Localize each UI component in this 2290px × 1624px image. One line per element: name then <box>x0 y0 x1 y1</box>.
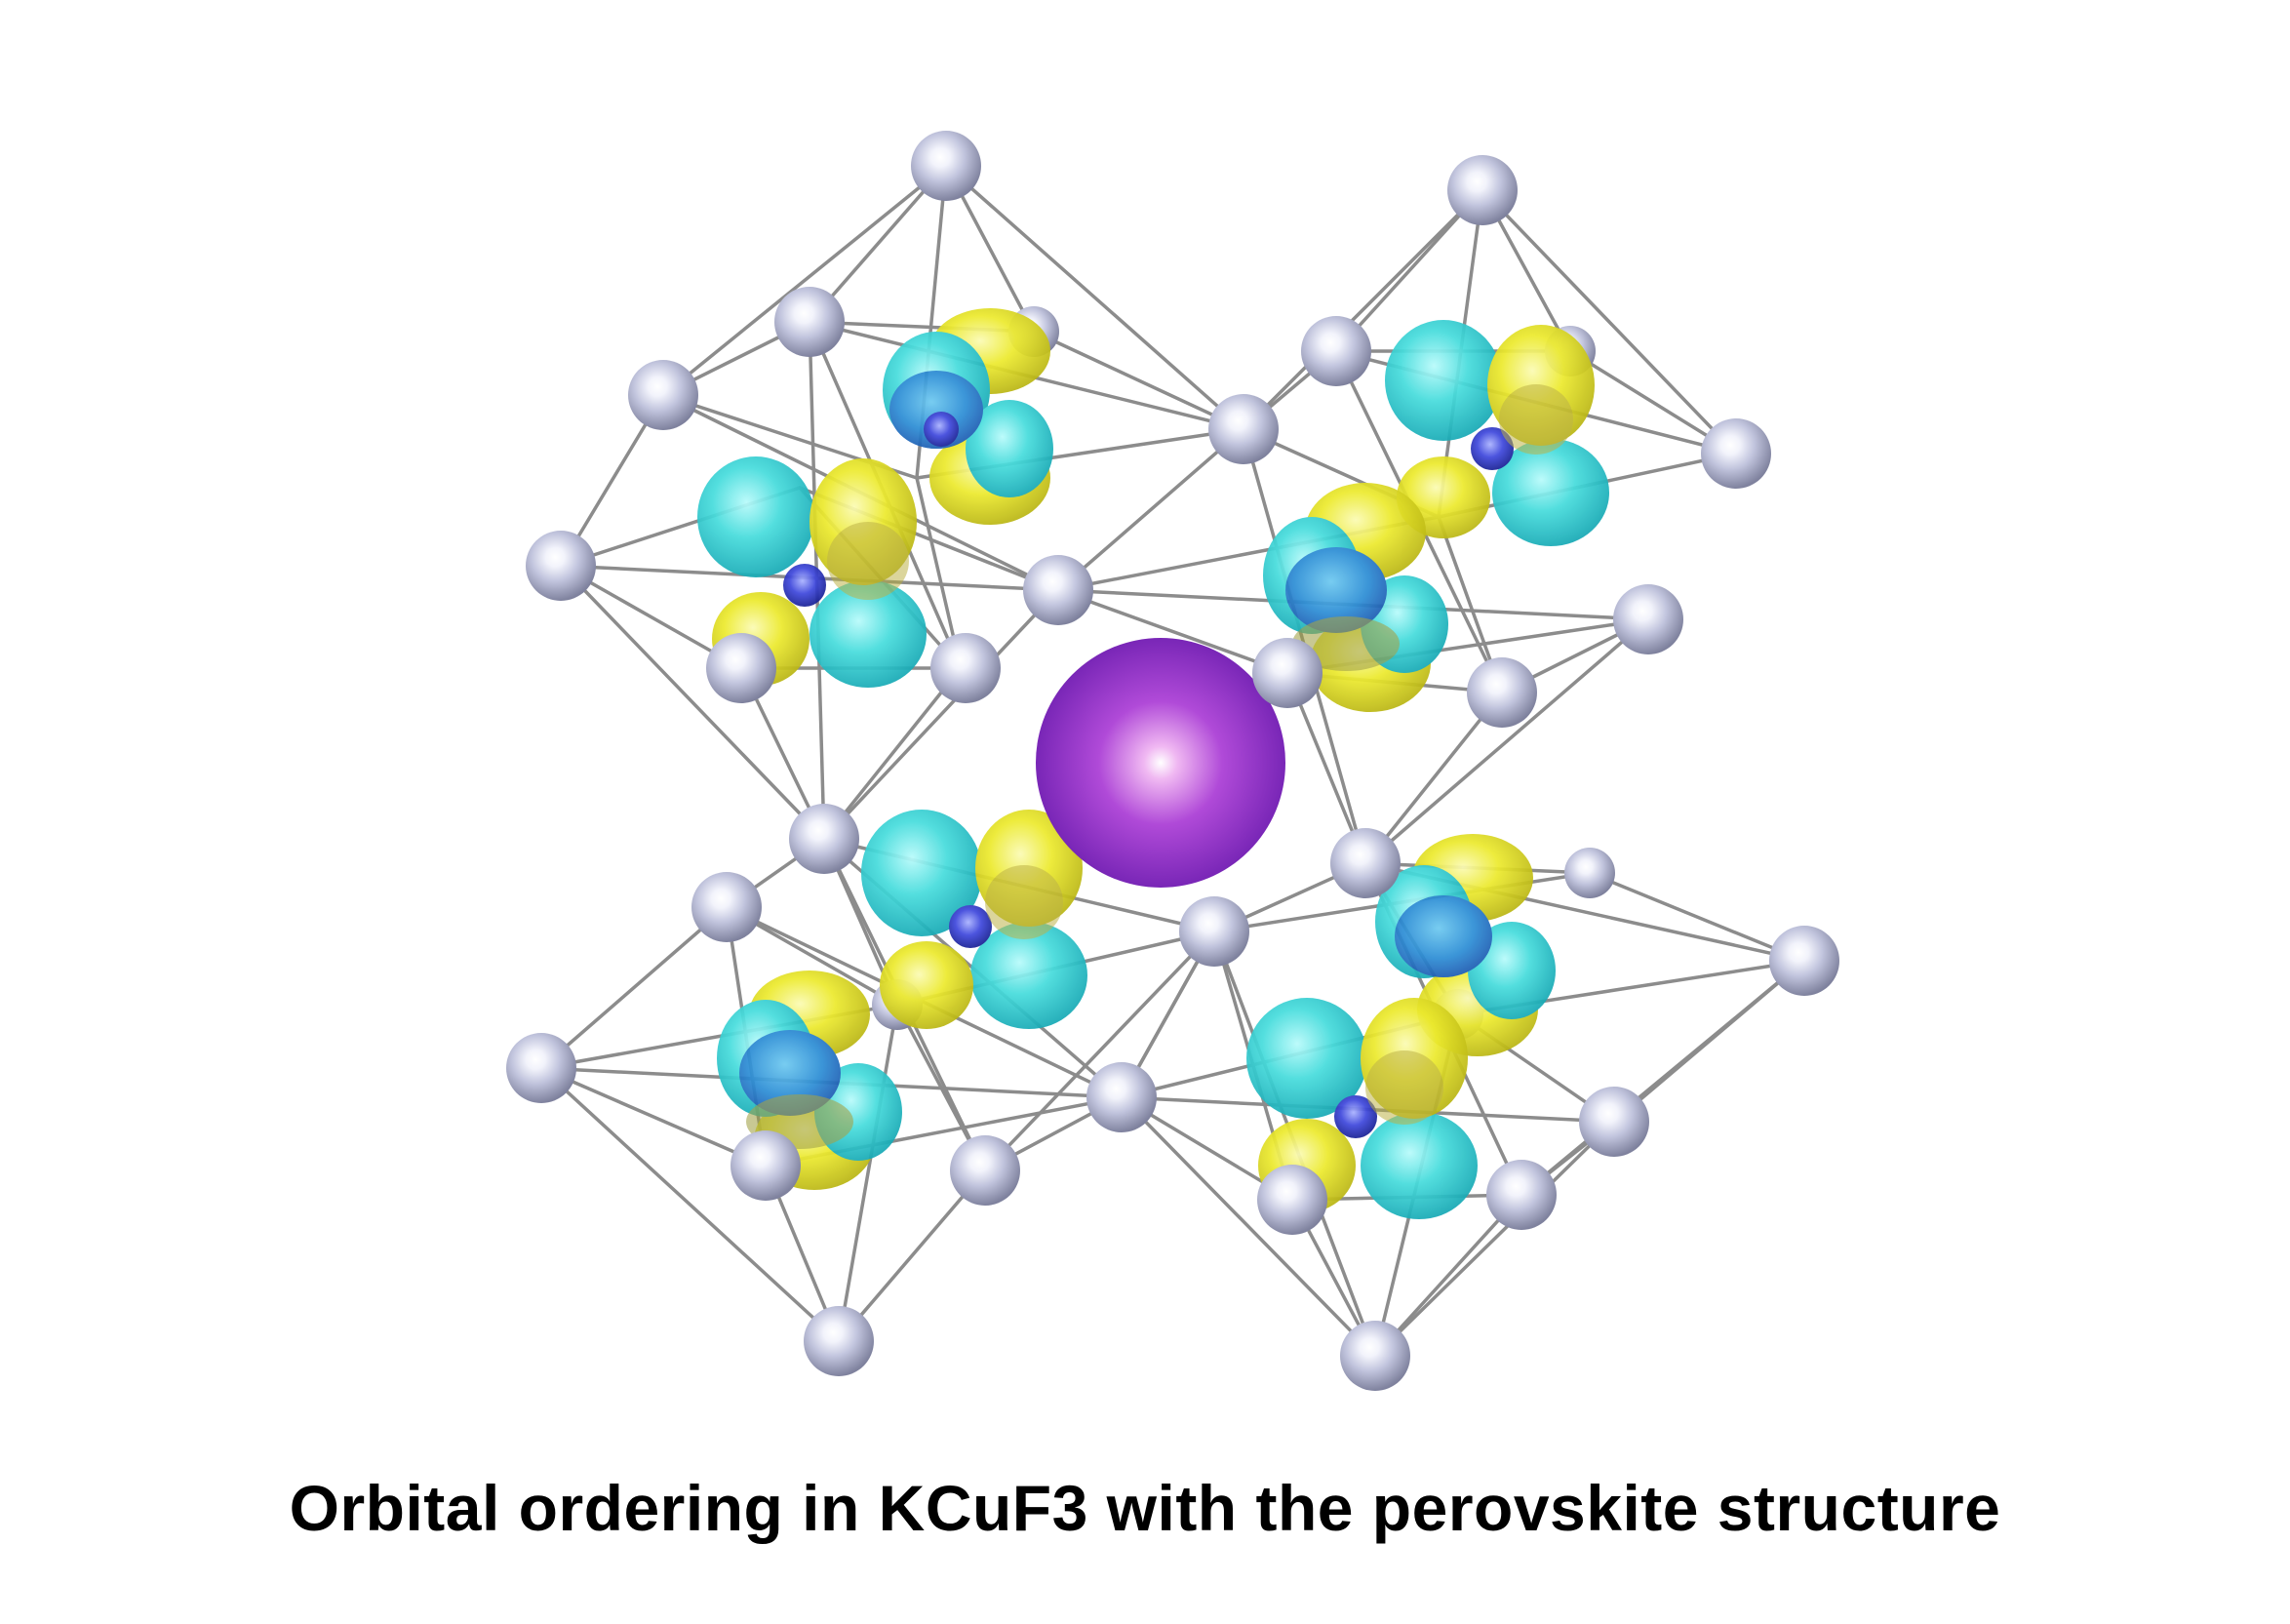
fluorine-atom <box>526 531 596 601</box>
fluorine-atom <box>691 872 762 942</box>
fluorine-atom <box>730 1130 801 1201</box>
fluorine-atoms-front <box>506 131 1839 1391</box>
fluorine-atom <box>950 1135 1020 1206</box>
fluorine-atom <box>1447 155 1518 225</box>
fluorine-atom <box>1252 638 1323 708</box>
cu-orbital-4 <box>1263 483 1448 712</box>
fluorine-atom <box>1467 657 1537 728</box>
fluorine-atom <box>1579 1087 1649 1157</box>
fluorine-atom <box>911 131 981 201</box>
fluorine-atom <box>1701 418 1771 489</box>
fluorine-atom <box>1301 316 1371 386</box>
fluorine-atom <box>1486 1160 1557 1230</box>
fluorine-atom <box>1613 584 1683 654</box>
cu-orbital-2 <box>697 456 927 688</box>
fluorine-atom <box>1208 394 1279 464</box>
fluorine-atom <box>930 633 1001 703</box>
cu-orbital-8 <box>1246 998 1478 1219</box>
fluorine-atom <box>1179 896 1249 967</box>
cu-orbital-1 <box>883 308 1053 525</box>
fluorine-atom <box>1340 1321 1410 1391</box>
fluorine-atom <box>1086 1062 1157 1132</box>
cu-orbital-5 <box>861 810 1087 1029</box>
cu-orbital-6 <box>1375 834 1556 1056</box>
fluorine-atom <box>789 804 859 874</box>
cu-orbital-7 <box>717 970 902 1190</box>
fluorine-atom <box>774 287 845 357</box>
fluorine-atom <box>1769 926 1839 996</box>
figure-caption: Orbital ordering in KCuF3 with the perov… <box>289 1472 2001 1544</box>
fluorine-atom <box>1257 1165 1327 1235</box>
fluorine-atom <box>804 1306 874 1376</box>
potassium-atom <box>1036 638 1285 888</box>
fluorine-atom <box>706 633 776 703</box>
fluorine-atom <box>1564 848 1615 898</box>
fluorine-atom <box>628 360 698 430</box>
fluorine-atom <box>1330 828 1401 898</box>
fluorine-atom <box>506 1033 576 1103</box>
fluorine-atom <box>1023 555 1093 625</box>
